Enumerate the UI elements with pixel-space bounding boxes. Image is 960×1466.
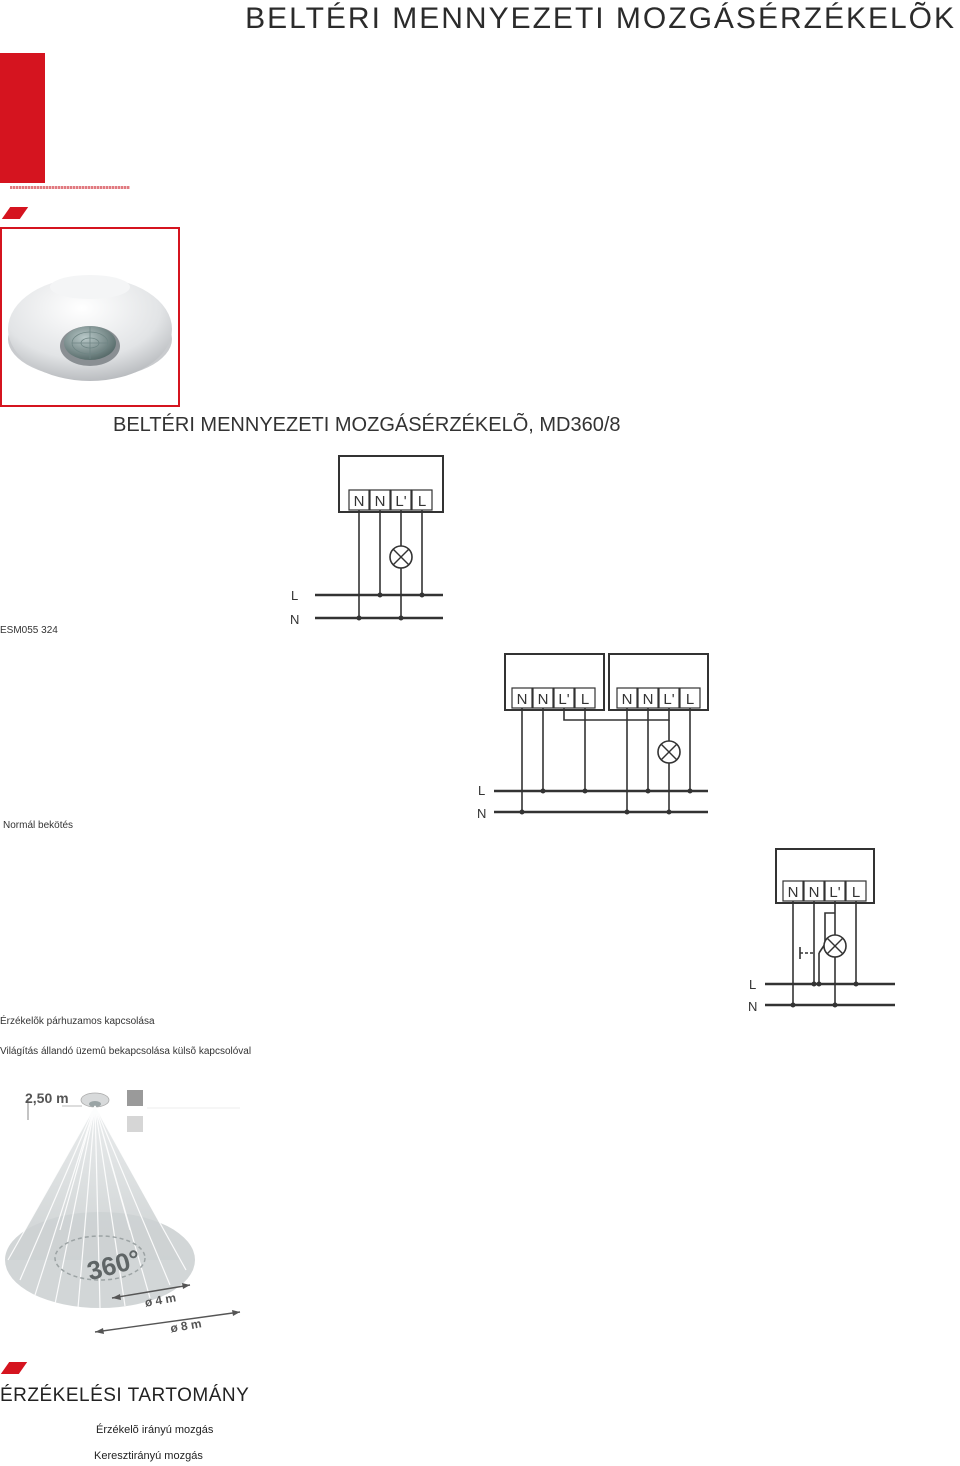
lamp-icon <box>823 934 847 958</box>
product-title: BELTÉRI MENNYEZETI MOZGÁSÉRZÉKELÕ, MD360… <box>113 414 621 436</box>
svg-text:N: N <box>748 999 757 1014</box>
product-code: ESM055 324 <box>0 625 58 636</box>
lamp-icon <box>389 545 413 569</box>
terminal-label: N <box>375 493 386 510</box>
wiring-diagram-normal: N N L' L L N <box>290 455 444 627</box>
outer-diameter-label: ø 8 m <box>169 1316 202 1335</box>
legend-sensor-direction: Érzékelõ irányú mozgás <box>96 1424 214 1436</box>
svg-text:L: L <box>581 691 589 708</box>
legend-swatch-dark <box>127 1090 143 1106</box>
wiring-diagram-parallel: N N L' L N N L' L L N <box>477 653 709 821</box>
red-slash-marker-2 <box>0 1362 28 1374</box>
caption-external-switch: Világítás állandó üzemû bekapcsolása kül… <box>0 1046 252 1057</box>
inner-diameter-label: ø 4 m <box>144 1290 177 1309</box>
line-n-label: N <box>290 612 299 627</box>
svg-text:L: L <box>686 691 694 708</box>
caption-parallel-wiring: Érzékelõk párhuzamos kapcsolása <box>0 1016 155 1027</box>
line-l-label: L <box>291 588 298 603</box>
svg-text:N: N <box>622 691 633 708</box>
page-title: BELTÉRI MENNYEZETI MOZGÁSÉRZÉKELÕK <box>245 2 956 35</box>
svg-text:N: N <box>809 884 820 901</box>
svg-text:L': L' <box>663 691 674 708</box>
svg-text:N: N <box>538 691 549 708</box>
red-slash-marker <box>1 207 29 219</box>
terminal-label: N <box>354 493 365 510</box>
product-photo <box>0 227 180 407</box>
caption-normal-wiring: Normál bekötés <box>3 820 74 831</box>
svg-text:L: L <box>749 977 756 992</box>
svg-text:N: N <box>788 884 799 901</box>
red-accent-block <box>0 53 45 183</box>
legend-cross-direction: Keresztirányú mozgás <box>94 1450 203 1462</box>
red-accent-line <box>10 186 130 189</box>
svg-text:L: L <box>852 884 860 901</box>
detection-range-title: ÉRZÉKELÉSI TARTOMÁNY <box>0 1385 250 1406</box>
terminal-label: L' <box>395 493 406 510</box>
svg-text:N: N <box>517 691 528 708</box>
motion-sensor-image <box>8 275 172 381</box>
svg-text:N: N <box>477 806 486 821</box>
lamp-icon <box>657 740 681 764</box>
svg-text:L': L' <box>829 884 840 901</box>
terminal-label: L <box>418 493 426 510</box>
svg-text:L: L <box>478 783 485 798</box>
svg-text:L': L' <box>558 691 569 708</box>
height-label: 2,50 m <box>25 1090 69 1106</box>
legend-swatch-light <box>127 1116 143 1132</box>
wiring-diagram-external-switch: N N L' L L N <box>748 848 895 1014</box>
detection-range-figure: 2,50 m 360° ø 4 m ø 8 m <box>5 1090 241 1335</box>
svg-text:N: N <box>643 691 654 708</box>
